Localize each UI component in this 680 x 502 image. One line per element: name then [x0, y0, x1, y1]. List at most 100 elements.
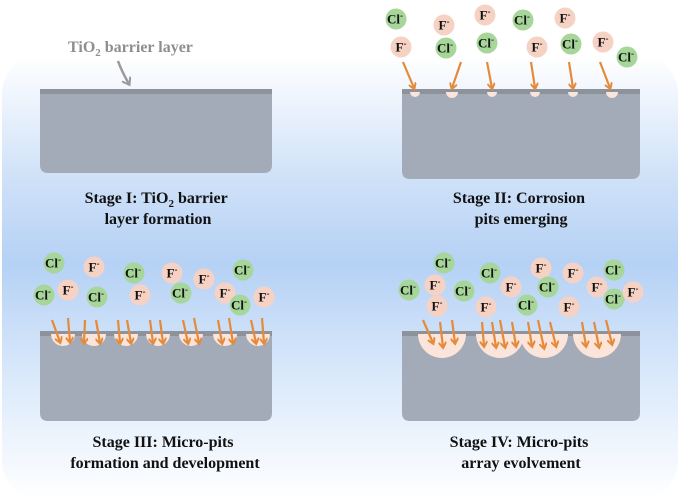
chloride-ion: Cl-	[43, 252, 65, 274]
ion-circle	[554, 7, 576, 29]
tio2-barrier-layer	[40, 89, 272, 94]
attack-arrow	[598, 61, 610, 88]
fluoride-ion: F-	[526, 36, 548, 58]
fluoride-ion: F-	[558, 296, 580, 318]
ion-label: F-	[592, 279, 603, 295]
ion-circle	[57, 279, 79, 301]
ion-circle	[232, 259, 254, 281]
attack-arrow	[440, 321, 443, 347]
substrate-block	[40, 92, 272, 173]
attack-arrow	[150, 319, 153, 343]
attack-arrow	[580, 321, 586, 346]
ion-circle	[526, 36, 548, 58]
barrier-layer	[402, 89, 640, 94]
stage-1-panel: TiO2 barrier layer Stage I: TiO2 barrier…	[40, 39, 272, 228]
ion-label: F-	[598, 34, 609, 50]
fluoride-ion: F-	[554, 7, 576, 29]
fluoride-ion: F-	[424, 274, 446, 296]
chloride-ion: Cl-	[385, 8, 407, 30]
ion-circle	[560, 33, 582, 55]
fluoride-ion: F-	[530, 257, 552, 279]
fluoride-ion: F-	[161, 262, 183, 284]
attack-arrow	[401, 61, 414, 88]
attack-arrow	[181, 319, 188, 343]
ion-label: Cl-	[234, 262, 250, 278]
chloride-ion: Cl-	[435, 37, 457, 59]
substrate-block	[402, 92, 640, 179]
ion-label: Cl-	[518, 297, 534, 313]
ion-circle	[530, 257, 552, 279]
attack-arrow	[526, 321, 532, 346]
ion-label: F-	[532, 39, 543, 55]
fluoride-ion: F-	[426, 295, 448, 317]
attack-arrow	[604, 319, 612, 344]
attack-arrow	[529, 61, 535, 88]
fluoride-ion: F-	[592, 31, 614, 53]
ion-circle	[170, 282, 192, 304]
ion-label: F-	[259, 289, 270, 305]
fluoride-ion: F-	[500, 276, 522, 298]
chloride-ion: Cl-	[453, 280, 475, 302]
ion-label: F-	[63, 282, 74, 298]
substrate-block	[40, 334, 272, 421]
ion-label: Cl-	[435, 255, 451, 271]
ion-label: F-	[568, 265, 579, 281]
attack-arrow	[548, 321, 556, 346]
ion-circle	[435, 37, 457, 59]
ion-circle	[83, 256, 105, 278]
ion-circle	[193, 268, 215, 290]
ion-circle	[43, 252, 65, 274]
ion-label: Cl-	[514, 12, 530, 28]
ion-label: Cl-	[231, 297, 247, 313]
ion-circle	[424, 274, 446, 296]
chloride-ion: Cl-	[229, 294, 251, 316]
ion-label: F-	[481, 299, 492, 315]
ion-circle	[214, 282, 236, 304]
ion-label: Cl-	[455, 283, 471, 299]
attack-arrow	[160, 319, 163, 343]
ion-label: F-	[135, 287, 146, 303]
ion-label: F-	[480, 7, 491, 23]
ion-circle	[603, 288, 625, 310]
attack-arrow	[592, 321, 599, 347]
stage-4-panel: Cl-Cl-F-F-Cl-Cl-F-F-Cl-F-F-Cl-Cl-F-F-Cl-…	[398, 252, 644, 472]
barrier-layer	[40, 331, 272, 336]
attack-arrow	[94, 319, 100, 343]
attack-arrow	[262, 317, 264, 343]
attack-arrow	[249, 319, 256, 343]
ion-label: Cl-	[618, 49, 634, 65]
ion-circle	[616, 46, 638, 68]
corrosion-pit	[410, 92, 420, 97]
chloride-ion: Cl-	[398, 279, 420, 301]
ion-circle	[426, 295, 448, 317]
ion-label: F-	[536, 260, 547, 276]
chloride-ion: Cl-	[603, 288, 625, 310]
fluoride-ion: F-	[214, 282, 236, 304]
ions-layer: Cl-F-F-Cl-F-Cl-Cl-F-F-Cl-F-Cl-	[385, 4, 638, 68]
ion-circle	[475, 296, 497, 318]
attack-arrow	[84, 319, 85, 343]
ion-label: F-	[167, 265, 178, 281]
ion-label: F-	[628, 284, 639, 300]
ion-label: Cl-	[478, 35, 494, 51]
chloride-ion: Cl-	[603, 259, 625, 281]
chloride-ion: Cl-	[86, 286, 108, 308]
ion-label: Cl-	[35, 287, 51, 303]
chloride-ion: Cl-	[232, 259, 254, 281]
attack-arrow	[536, 319, 544, 348]
ion-circle	[562, 262, 584, 284]
chloride-ion: Cl-	[170, 282, 192, 304]
corrosion-pit	[530, 92, 540, 97]
ion-label: F-	[439, 17, 450, 33]
arrows-layer	[401, 61, 610, 88]
ion-circle	[229, 294, 251, 316]
ion-label: F-	[506, 279, 517, 295]
ion-label: F-	[199, 271, 210, 287]
barrier-layer	[402, 331, 640, 336]
ion-label: Cl-	[45, 255, 61, 271]
pits-layer	[410, 92, 618, 98]
fluoride-ion: F-	[253, 286, 275, 308]
stage-2-caption: Stage II: Corrosion pits emerging	[453, 190, 589, 228]
chloride-ion: Cl-	[479, 262, 501, 284]
